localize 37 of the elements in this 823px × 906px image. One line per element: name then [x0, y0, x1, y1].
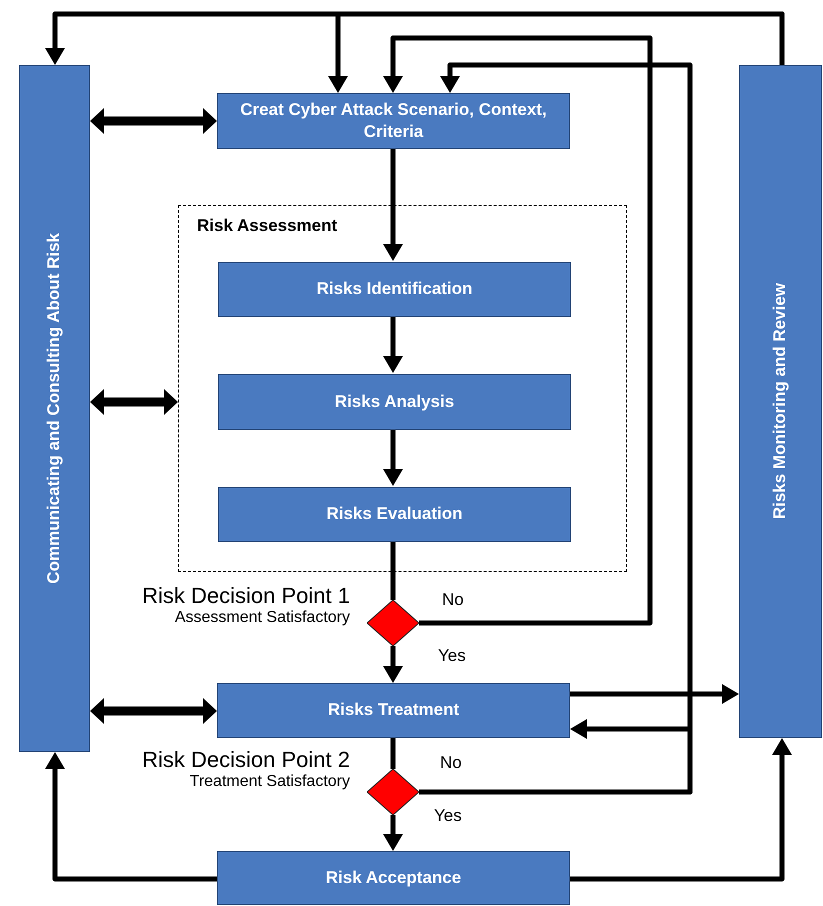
decision-diamond [367, 600, 419, 646]
side-bar [739, 65, 822, 738]
arrow [90, 389, 178, 415]
process-box [218, 487, 571, 542]
arrow [570, 684, 739, 704]
decision-subtitle: Assessment Satisfactory [174, 609, 350, 628]
box-label: Risks Identification [316, 278, 472, 300]
box-label: Risks Analysis [334, 390, 454, 413]
arrow [383, 149, 403, 261]
group-heading: Risk Assessment [197, 216, 338, 236]
process-box [217, 683, 570, 738]
arrow [328, 12, 784, 93]
box-label: Risks Monitoring and Review [769, 283, 790, 520]
box-label: Communicating and Consulting About Risk [43, 233, 64, 584]
arrow [570, 738, 792, 882]
side-bar [19, 65, 90, 752]
arrow [383, 815, 403, 851]
process-box [218, 374, 571, 430]
decision-title: Risk Decision Point 2 [141, 747, 350, 774]
box-label: Risks Treatment [328, 699, 460, 722]
decision-title: Risk Decision Point 1 [141, 583, 350, 610]
arrow [45, 752, 217, 882]
decision-diamond [367, 769, 419, 815]
arrow [383, 36, 652, 626]
box-label: Creat Cyber Attack Scenario, Context, Criteria [239, 98, 548, 143]
decision-subtitle: Treatment Satisfactory [188, 773, 350, 792]
arrow [383, 316, 403, 373]
arrow [383, 646, 403, 683]
arrow [383, 429, 403, 486]
arrow [90, 698, 217, 724]
box-label: Risk Acceptance [326, 866, 462, 889]
group-frame [178, 205, 627, 572]
process-box [217, 851, 570, 905]
process-box [217, 93, 570, 149]
process-box [218, 262, 571, 317]
arrow [90, 108, 217, 134]
box-label: Risks Evaluation [326, 503, 463, 526]
